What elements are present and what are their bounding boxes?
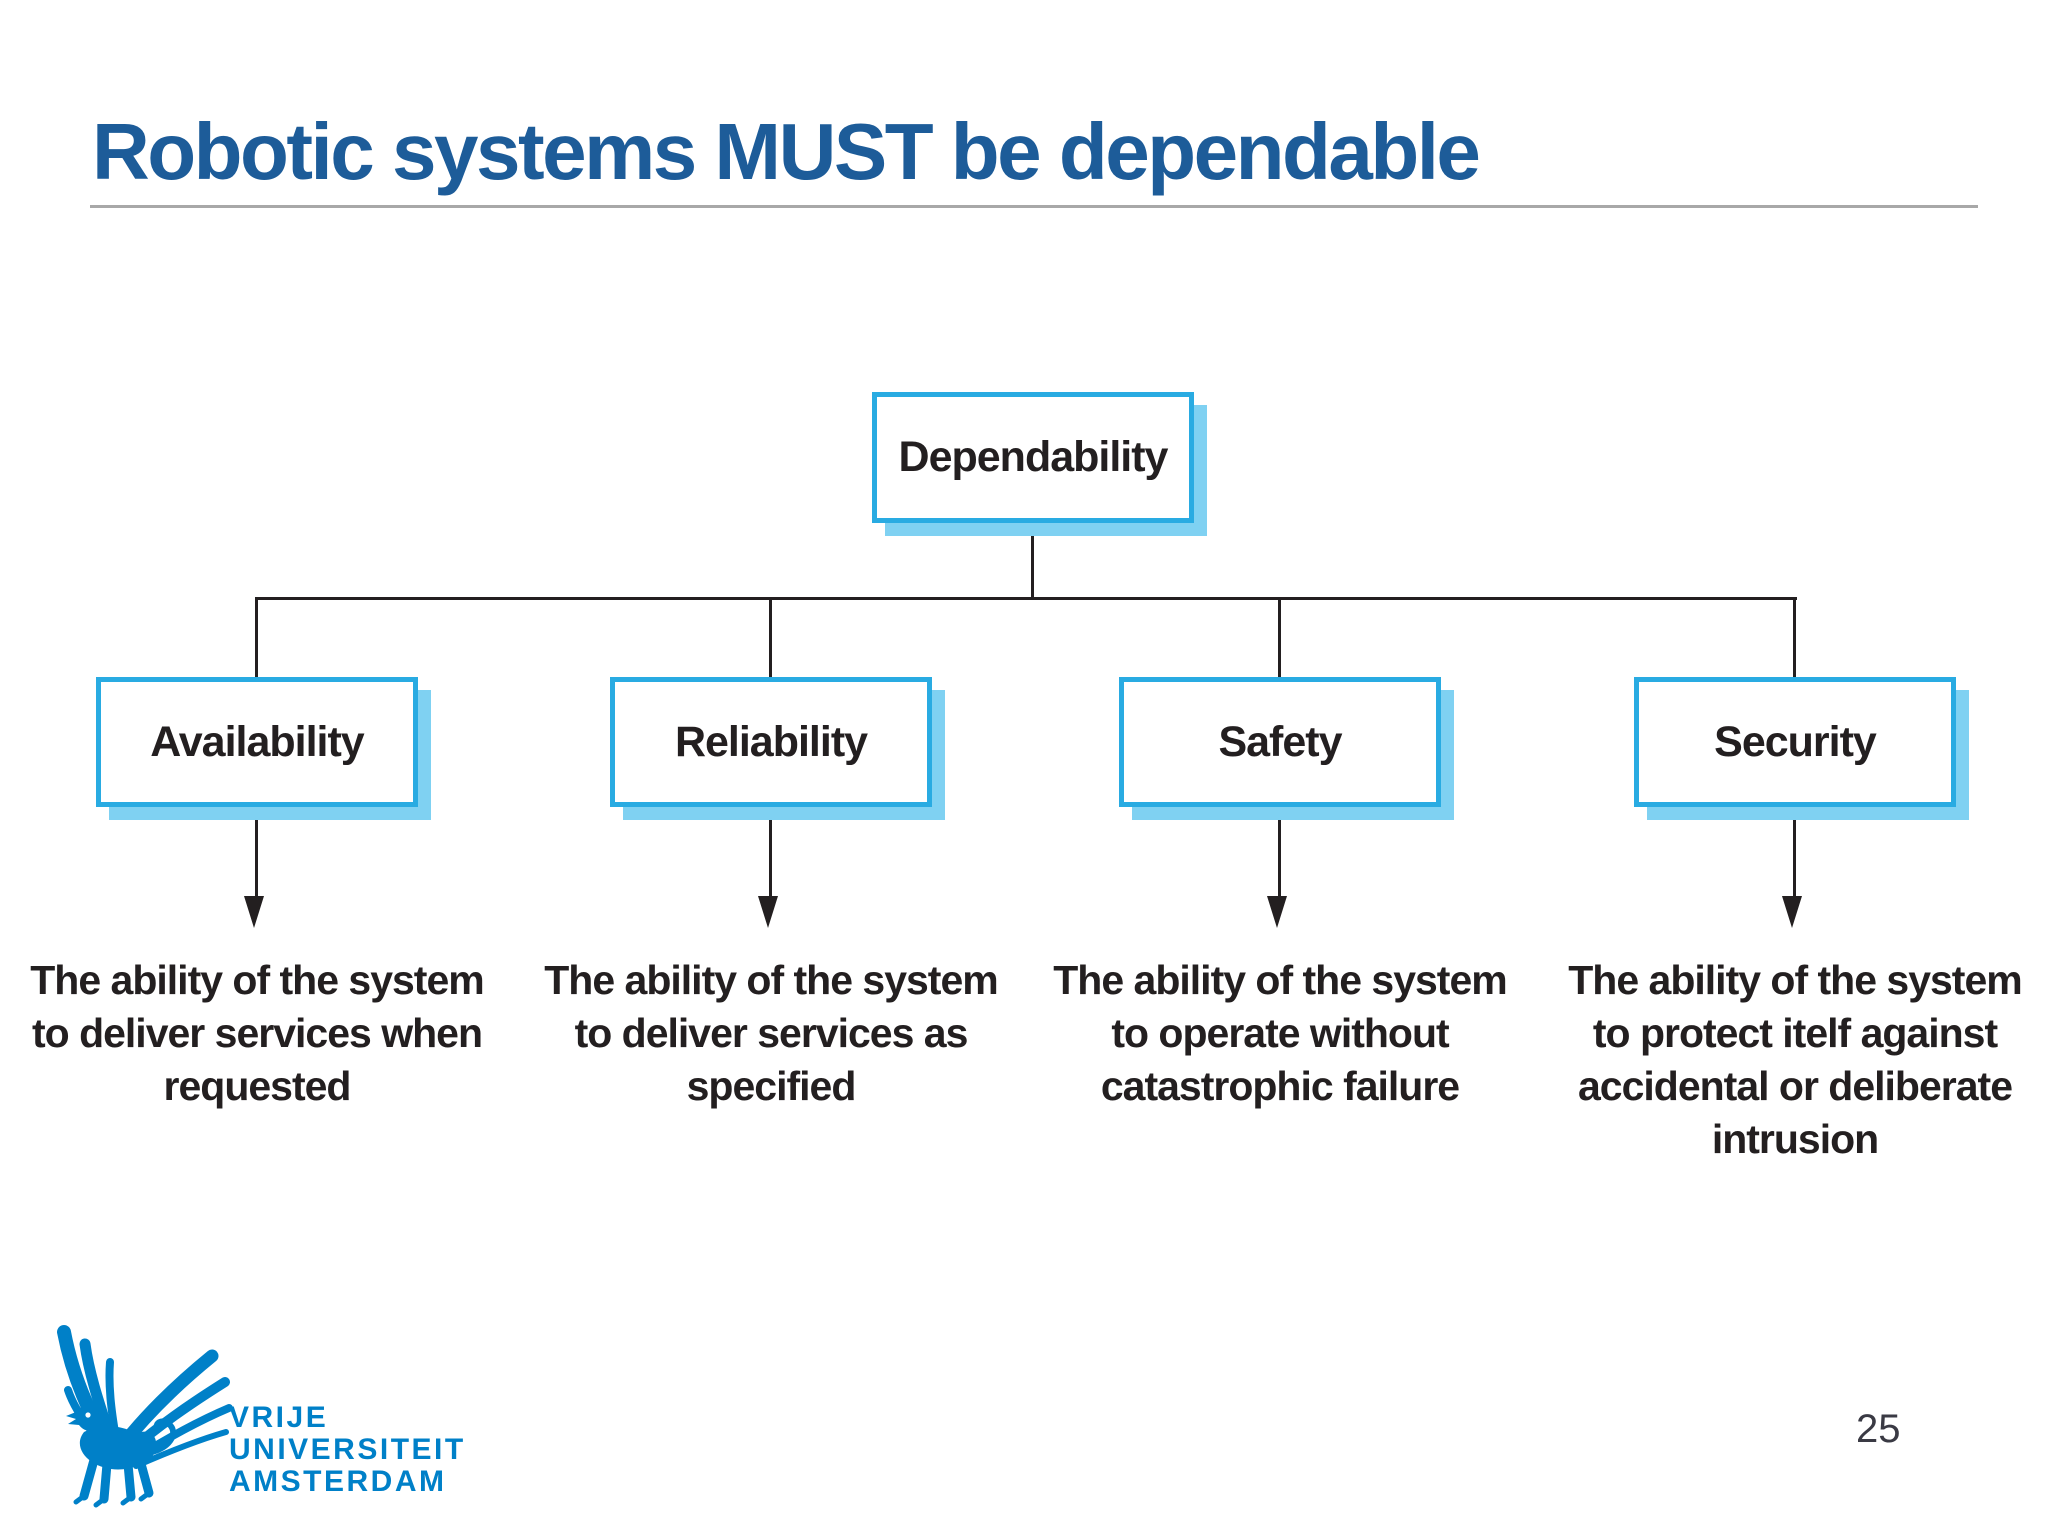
node-label: Safety (1218, 717, 1342, 766)
diagram-node-security: Security (1634, 677, 1956, 807)
arrow-down-icon (758, 896, 778, 928)
diagram-node-dependability: Dependability (872, 392, 1194, 523)
arrow-shaft-reliability (769, 808, 772, 898)
vu-wordmark-line: UNIVERSITEIT (229, 1433, 466, 1466)
description-line: The ability of the system (30, 957, 484, 1003)
description-line: to deliver services when (31, 1010, 483, 1056)
connector-root-stem (1031, 521, 1034, 600)
node-label: Reliability (674, 717, 868, 766)
arrow-shaft-security (1793, 808, 1796, 898)
slide-title: Robotic systems MUST be dependable (92, 107, 1481, 196)
diagram-node-availability: Availability (96, 677, 418, 807)
connector-horizontal (255, 597, 1797, 600)
node-label: Dependability (898, 433, 1169, 481)
description-line: to protect itelf against (1592, 1010, 1998, 1056)
description-line: to deliver services as (574, 1010, 969, 1056)
vu-wordmark-line: AMSTERDAM (229, 1465, 447, 1498)
diagram-node-reliability: Reliability (610, 677, 932, 807)
description-line: The ability of the system (1053, 957, 1507, 1003)
diagram-node-safety: Safety (1119, 677, 1441, 807)
description-line: requested (163, 1063, 352, 1109)
description-line: intrusion (1711, 1116, 1879, 1162)
description-reliability: The ability of the system to deliver ser… (511, 954, 1031, 1113)
connector-stub-safety (1278, 599, 1281, 679)
description-safety: The ability of the system to operate wit… (1020, 954, 1540, 1113)
page-number: 25 (1856, 1407, 1901, 1451)
vu-wordmark-line: VRIJE (229, 1401, 329, 1434)
description-line: specified (686, 1063, 857, 1109)
arrow-shaft-availability (255, 808, 258, 898)
description-security: The ability of the system to protect ite… (1535, 954, 2048, 1166)
description-line: The ability of the system (1568, 957, 2022, 1003)
title-divider (90, 205, 1978, 208)
description-line: catastrophic failure (1100, 1063, 1460, 1109)
description-availability: The ability of the system to deliver ser… (0, 954, 517, 1113)
description-line: accidental or deliberate (1577, 1063, 2013, 1109)
node-label: Availability (150, 717, 364, 766)
arrow-down-icon (1782, 896, 1802, 928)
connector-stub-availability (255, 599, 258, 679)
arrow-shaft-safety (1278, 808, 1281, 898)
connector-stub-reliability (769, 599, 772, 679)
description-line: to operate without (1111, 1010, 1449, 1056)
vu-griffin-logo-icon (28, 1316, 238, 1514)
node-label: Security (1714, 717, 1877, 766)
connector-stub-security (1793, 599, 1796, 679)
arrow-down-icon (1267, 896, 1287, 928)
arrow-down-icon (244, 896, 264, 928)
vu-wordmark: VRIJE UNIVERSITEIT AMSTERDAM (229, 1402, 466, 1498)
description-line: The ability of the system (544, 957, 998, 1003)
